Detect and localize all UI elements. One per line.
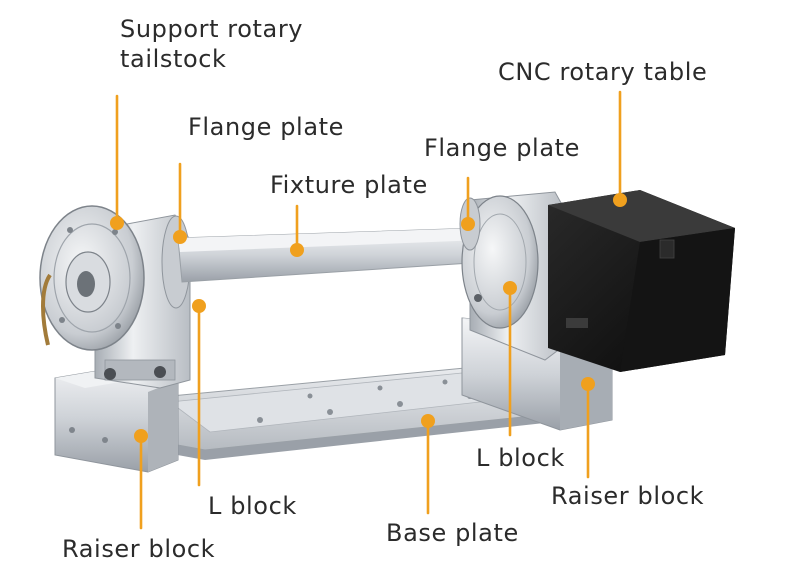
- label-l-block-left: L block: [208, 492, 297, 520]
- rotary-table-head-shape: [459, 191, 566, 361]
- label-raiser-left: Raiser block: [62, 535, 216, 563]
- callout-dot-support-tailstock: [110, 216, 124, 230]
- callout-dot-flange-left: [173, 230, 187, 244]
- callout-dot-cnc-table: [613, 193, 627, 207]
- callout-dot-base-plate: [421, 414, 435, 428]
- callout-dot-fixture-plate: [290, 243, 304, 257]
- label-raiser-right: Raiser block: [551, 482, 705, 510]
- callout-dot-flange-right: [461, 217, 475, 231]
- label-l-block-right: L block: [476, 444, 565, 472]
- callout-dot-raiser-left: [134, 429, 148, 443]
- callout-lines: [115, 90, 622, 530]
- callout-dot-raiser-right: [581, 377, 595, 391]
- label-fixture-plate: Fixture plate: [270, 171, 428, 199]
- fixture-plate-shape: [177, 227, 487, 283]
- label-base-plate: Base plate: [386, 519, 519, 547]
- label-cnc-table: CNC rotary table: [498, 58, 708, 86]
- tailstock-shape: [39, 205, 191, 389]
- label-support-tailstock: Support rotary tailstock: [120, 15, 304, 73]
- motor-housing-shape: [548, 190, 735, 372]
- label-flange-right: Flange plate: [424, 134, 581, 162]
- label-flange-left: Flange plate: [188, 113, 345, 141]
- callout-dot-l-block-right: [503, 281, 517, 295]
- callout-dots: [110, 193, 627, 443]
- callout-dot-l-block-left: [192, 299, 206, 313]
